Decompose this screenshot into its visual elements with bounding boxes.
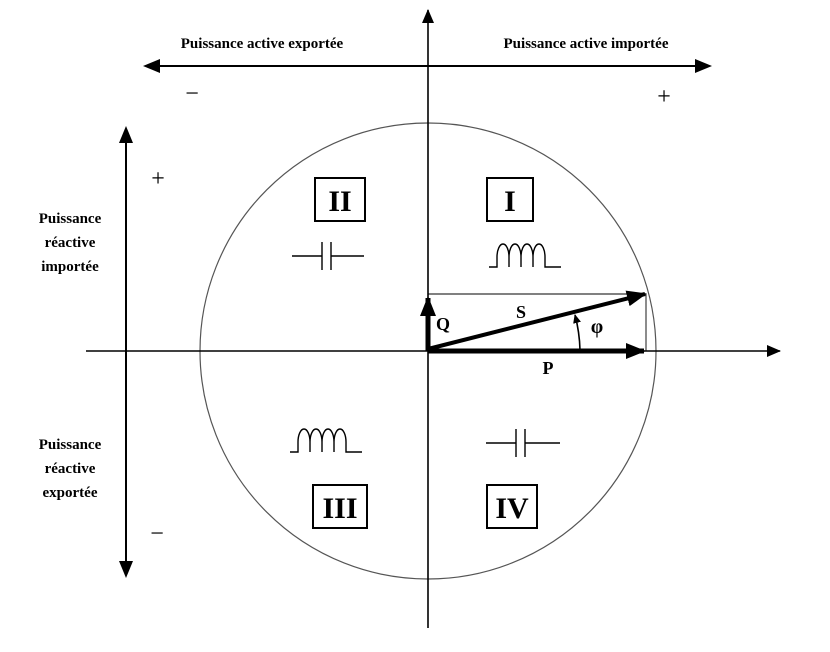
active-power-arrow-left-icon xyxy=(143,59,160,73)
active-exported-label: Puissance active exportée xyxy=(181,36,344,52)
inductor-icon xyxy=(489,243,561,268)
inductor-icon xyxy=(290,428,362,453)
quadrant-i-label: I xyxy=(504,185,516,218)
capacitor-icon xyxy=(292,242,364,270)
q-vector-label: Q xyxy=(436,314,450,334)
reactive-imported-line-2: réactive xyxy=(45,235,96,251)
s-vector-label: S xyxy=(516,302,526,322)
reactive-power-arrow-up-icon xyxy=(119,126,133,143)
quadrant-ii: II xyxy=(314,177,366,222)
phi-angle-label: φ xyxy=(591,316,603,338)
active-imported-label: Puissance active importée xyxy=(504,36,669,52)
reactive-plus-sign: + xyxy=(151,166,165,192)
reactive-exported-line-3: exportée xyxy=(43,485,98,501)
p-vector-label: P xyxy=(543,358,554,378)
reactive-power-arrow-down-icon xyxy=(119,561,133,578)
reactive-minus-sign: − xyxy=(150,521,164,547)
reactive-exported-line-2: réactive xyxy=(45,461,96,477)
s-vector xyxy=(427,290,647,351)
quadrant-iii-label: III xyxy=(322,492,357,525)
quadrant-i: I xyxy=(486,177,534,222)
active-minus-sign: − xyxy=(185,81,199,107)
quadrant-iv-label: IV xyxy=(495,492,529,525)
reactive-imported-line-1: Puissance xyxy=(39,211,102,227)
quadrant-ii-label: II xyxy=(328,185,351,218)
quadrant-iv: IV xyxy=(486,484,538,529)
reactive-imported-line-3: importée xyxy=(41,259,99,275)
active-power-arrow-right-icon xyxy=(695,59,712,73)
phi-arc xyxy=(573,314,581,351)
active-plus-sign: + xyxy=(657,84,671,110)
reactive-exported-line-1: Puissance xyxy=(39,437,102,453)
quadrant-iii: III xyxy=(312,484,368,529)
capacitor-icon xyxy=(486,429,560,457)
